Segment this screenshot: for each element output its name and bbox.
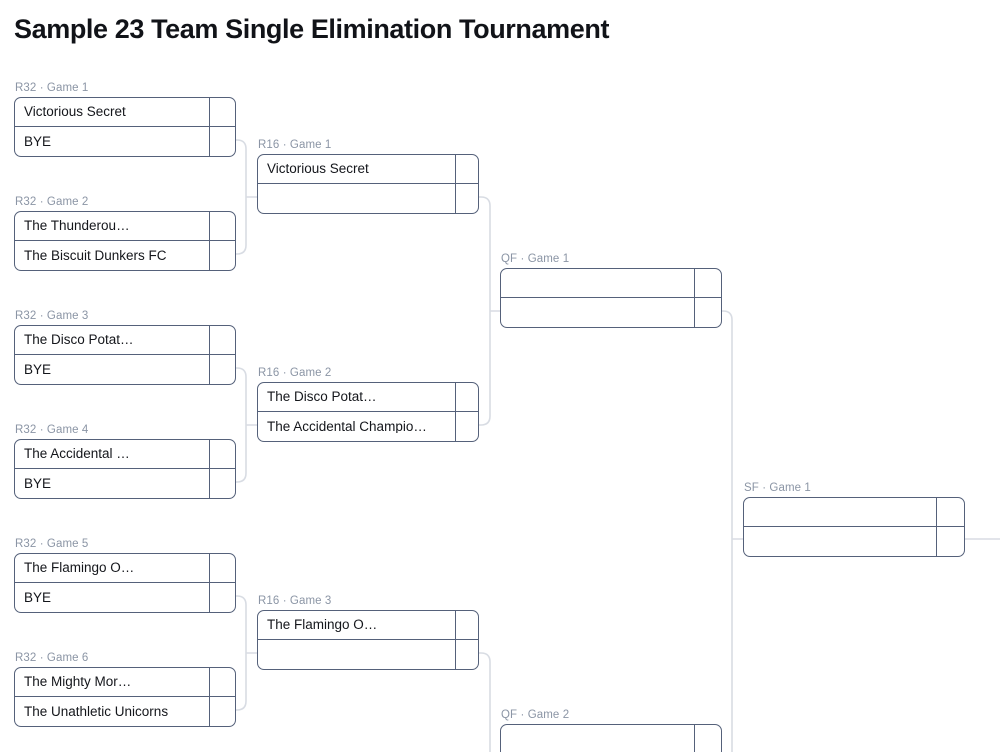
match-label: R32 · Game 3 (15, 310, 89, 322)
bracket-connector (235, 367, 258, 483)
match-label: R16 · Game 1 (258, 139, 332, 151)
team-score[interactable] (209, 212, 235, 240)
team-score[interactable] (694, 269, 721, 297)
team-score[interactable] (455, 412, 478, 441)
team-name: BYE (24, 134, 52, 149)
team-name: The Disco Potat… (267, 390, 377, 404)
match-box[interactable]: The Thunderou… The Biscuit Dunkers FC (14, 211, 236, 271)
bracket-connector (720, 310, 744, 752)
team-name: BYE (24, 590, 52, 605)
team-name: The Flamingo O… (24, 561, 135, 575)
match-box[interactable]: The Disco Potat… The Accidental Champio… (257, 382, 479, 442)
team-score[interactable] (209, 98, 235, 126)
match-slot-top[interactable]: The Disco Potat… (15, 326, 235, 355)
team-score[interactable] (209, 440, 235, 468)
team-name: Victorious Secret (267, 162, 369, 176)
team-score[interactable] (209, 554, 235, 582)
team-score[interactable] (209, 697, 235, 726)
bracket-connector (478, 652, 491, 752)
team-name: The Accidental Champio… (267, 419, 427, 434)
team-name: The Biscuit Dunkers FC (24, 248, 167, 263)
team-name: BYE (24, 362, 52, 377)
team-score[interactable] (209, 355, 235, 384)
team-score[interactable] (209, 668, 235, 696)
team-name: The Thunderou… (24, 219, 130, 233)
match-box[interactable]: The Flamingo O… (257, 610, 479, 670)
team-score[interactable] (936, 527, 964, 556)
match-box[interactable]: Victorious Secret (257, 154, 479, 214)
team-name: The Unathletic Unicorns (24, 704, 169, 719)
match-slot-top[interactable]: The Flamingo O… (15, 554, 235, 583)
match-slot-bottom[interactable] (258, 184, 478, 213)
team-name: BYE (24, 476, 52, 491)
match-box[interactable]: The Mighty Mor… The Unathletic Unicorns (14, 667, 236, 727)
bracket-connector (478, 196, 501, 426)
team-score[interactable] (694, 298, 721, 327)
match-label: R32 · Game 2 (15, 196, 89, 208)
match-box[interactable] (500, 724, 722, 752)
match-label: R32 · Game 6 (15, 652, 89, 664)
team-score[interactable] (209, 241, 235, 270)
match-slot-bottom[interactable] (744, 527, 964, 556)
bracket-connector (235, 595, 258, 711)
team-score[interactable] (209, 469, 235, 498)
match-box[interactable]: The Flamingo O… BYE (14, 553, 236, 613)
match-label: R16 · Game 3 (258, 595, 332, 607)
match-slot-bottom[interactable] (258, 640, 478, 669)
team-score[interactable] (694, 725, 721, 752)
match-label: R32 · Game 5 (15, 538, 89, 550)
match-box[interactable]: The Accidental … BYE (14, 439, 236, 499)
match-slot-top[interactable]: The Accidental … (15, 440, 235, 469)
team-score[interactable] (209, 326, 235, 354)
match-label: R32 · Game 4 (15, 424, 89, 436)
team-score[interactable] (209, 127, 235, 156)
match-slot-bottom[interactable]: BYE (15, 127, 235, 156)
match-label: R32 · Game 1 (15, 82, 89, 94)
page-title: Sample 23 Team Single Elimination Tourna… (14, 14, 610, 44)
match-slot-bottom[interactable]: BYE (15, 583, 235, 612)
team-name: The Mighty Mor… (24, 675, 132, 689)
match-slot-bottom[interactable]: BYE (15, 355, 235, 384)
match-label: R16 · Game 2 (258, 367, 332, 379)
team-name: The Disco Potat… (24, 333, 134, 347)
team-score[interactable] (209, 583, 235, 612)
match-box[interactable] (743, 497, 965, 557)
match-label: QF · Game 1 (501, 253, 570, 265)
team-score[interactable] (936, 498, 964, 526)
bracket-connector (235, 139, 258, 255)
match-slot-bottom[interactable] (501, 298, 721, 327)
match-box[interactable] (500, 268, 722, 328)
match-box[interactable]: The Disco Potat… BYE (14, 325, 236, 385)
match-slot-top[interactable]: The Flamingo O… (258, 611, 478, 640)
match-slot-top[interactable] (744, 498, 964, 527)
team-score[interactable] (455, 640, 478, 669)
match-slot-bottom[interactable]: The Accidental Champio… (258, 412, 478, 441)
match-slot-top[interactable]: The Mighty Mor… (15, 668, 235, 697)
team-name: The Flamingo O… (267, 618, 378, 632)
match-slot-top[interactable]: The Disco Potat… (258, 383, 478, 412)
team-name: Victorious Secret (24, 105, 126, 119)
match-label: SF · Game 1 (744, 482, 811, 494)
match-slot-bottom[interactable]: The Biscuit Dunkers FC (15, 241, 235, 270)
match-label: QF · Game 2 (501, 709, 570, 721)
team-name: The Accidental … (24, 447, 130, 461)
team-score[interactable] (455, 611, 478, 639)
match-slot-top[interactable]: The Thunderou… (15, 212, 235, 241)
match-slot-bottom[interactable]: BYE (15, 469, 235, 498)
team-score[interactable] (455, 184, 478, 213)
match-slot-top[interactable]: Victorious Secret (15, 98, 235, 127)
match-slot-top[interactable] (501, 725, 721, 752)
match-slot-top[interactable]: Victorious Secret (258, 155, 478, 184)
team-score[interactable] (455, 155, 478, 183)
team-score[interactable] (455, 383, 478, 411)
match-slot-top[interactable] (501, 269, 721, 298)
match-slot-bottom[interactable]: The Unathletic Unicorns (15, 697, 235, 726)
